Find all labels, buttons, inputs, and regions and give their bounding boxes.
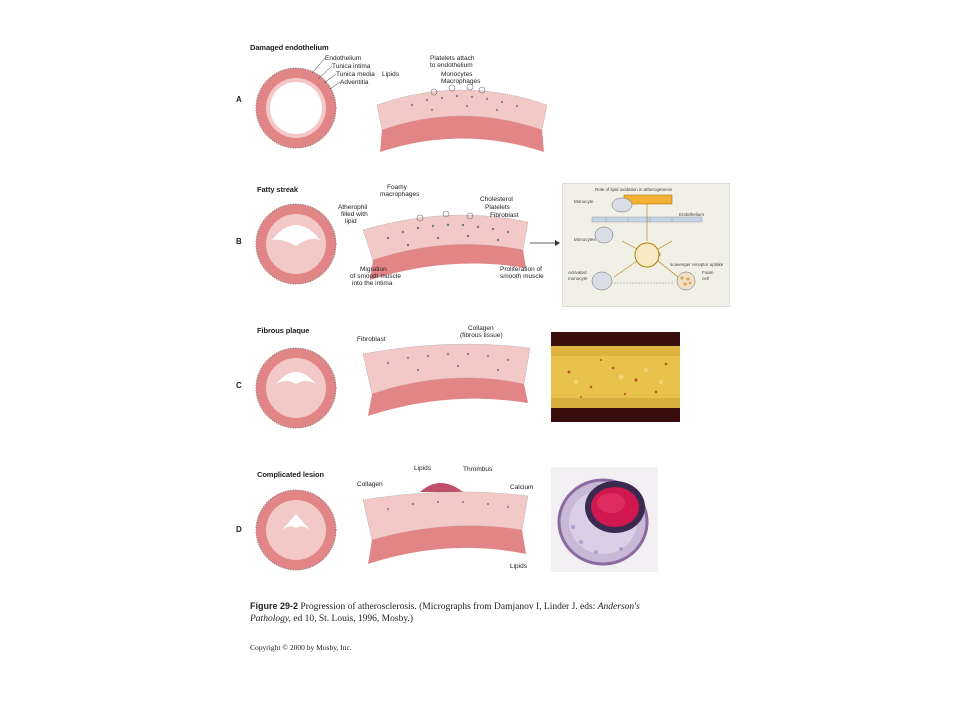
caption-text-2: ed 10, St. Louis, 1996, Mosby.) (293, 614, 414, 624)
stage-d-cross-section (255, 489, 337, 571)
stage-c-letter: C (236, 381, 242, 390)
copyright-notice: Copyright © 2000 by Mosby, Inc. (250, 643, 352, 652)
arrow-to-inset (530, 240, 560, 246)
inset-activated-monocyte: monocyte (568, 276, 588, 281)
label-migration-smooth: of smooth muscle (350, 273, 401, 280)
label-platelets-b: Platelets (485, 204, 510, 211)
label-lipids-a: Lipids (382, 71, 399, 78)
label-macrophages-a: Macrophages (441, 78, 481, 85)
label-to-endothelium: to endothelium (430, 62, 473, 69)
stage-a-wall-section (376, 83, 548, 152)
label-endothelium: Endothelium (325, 55, 362, 62)
label-filled-with: filled with (341, 211, 368, 218)
label-lipids-bottom: Lipids (510, 563, 527, 570)
label-monocytes-a: Monocytes (441, 71, 473, 78)
label-migration-intima: into the intima (352, 280, 393, 287)
stage-b-letter: B (236, 237, 242, 246)
label-tunica-media: Tunica media (336, 71, 375, 78)
inset-graphics (591, 194, 703, 291)
label-fibroblast-b: Fibroblast (490, 212, 519, 219)
label-cholesterol: Cholesterol (480, 196, 513, 203)
inset-title: Role of lipid oxidation in atherogenesis (595, 187, 673, 192)
label-collagen-c: Collagen (468, 325, 494, 332)
label-adventitia: Adventitia (340, 79, 369, 86)
label-fibroblast-c: Fibroblast (357, 336, 386, 343)
stage-b-title: Fatty streak (257, 185, 298, 194)
stage-c-title: Fibrous plaque (257, 326, 310, 335)
label-migration: Migration (360, 266, 387, 273)
figure-caption: Figure 29-2 Progression of atheroscleros… (250, 600, 710, 625)
stage-d-title: Complicated lesion (257, 470, 324, 479)
inset-scavenger: scavenger receptor uptake (670, 262, 724, 267)
figure-label: Figure 29-2 (250, 601, 299, 611)
stage-a-letter: A (236, 95, 242, 104)
stage-a-title: Damaged endothelium (250, 43, 329, 52)
stage-b-wall-section (362, 210, 529, 280)
label-tunica-intima: Tunica intima (332, 63, 371, 70)
label-proliferation-smooth: smooth muscle (500, 273, 544, 280)
inset-monocyte: Monocyte (574, 199, 594, 204)
inset-monocytes: Monocytes (574, 237, 596, 242)
stage-d-letter: D (236, 525, 242, 534)
label-thrombus: Thrombus (463, 466, 493, 473)
label-lipid: lipid (345, 218, 357, 225)
label-platelets-attach: Platelets attach (430, 55, 475, 62)
caption-pathology: Pathology, (250, 614, 291, 624)
stage-c-cross-section (255, 347, 337, 429)
micrograph-fibrous-plaque (551, 332, 680, 422)
caption-anderson: Anderson's (597, 602, 640, 612)
stage-d-wall-section (362, 483, 529, 564)
inset-foam: Foam (702, 270, 714, 275)
inset-endothelium: Endothelium (679, 212, 705, 217)
label-calcium: Calcium (510, 484, 534, 491)
label-atherophil: Atherophil (338, 204, 368, 211)
label-proliferation: Proliferation of (500, 266, 542, 273)
label-foamy-macrophages: macrophages (380, 191, 420, 198)
caption-text-1: Progression of atherosclerosis. (Microgr… (300, 602, 596, 612)
stage-a-leader-lines (311, 57, 341, 90)
inset-foam-cell: cell (702, 276, 709, 281)
label-foamy: Foamy (387, 184, 407, 191)
label-collagen-d: Collagen (357, 481, 383, 488)
label-fibrous-tissue: (fibrous tissue) (460, 332, 503, 339)
stage-a-cross-section (255, 67, 337, 149)
stage-c-wall-section (362, 343, 531, 416)
label-lipids-d: Lipids (414, 465, 431, 472)
inset-activated: Activated (568, 270, 587, 275)
stage-b-cross-section (255, 203, 337, 285)
micrograph-complicated-lesion (551, 467, 658, 572)
